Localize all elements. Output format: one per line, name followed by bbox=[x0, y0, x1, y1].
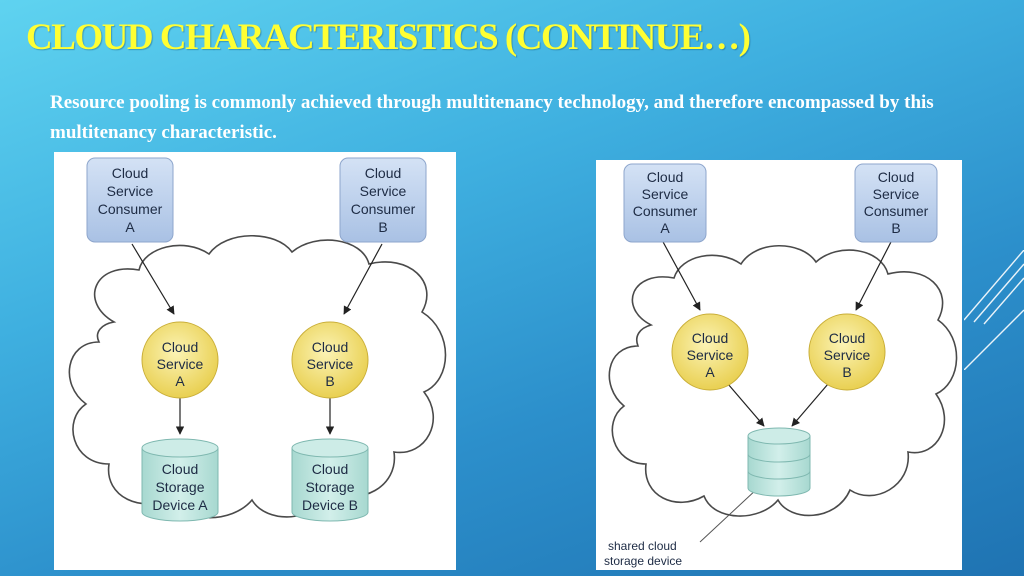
arrow-service-b-to-shared-storage bbox=[791, 383, 829, 427]
arrow-consumer-b-to-service-b bbox=[343, 243, 383, 315]
arrow-consumer-a-to-service-a bbox=[131, 243, 175, 315]
decorative-lines bbox=[964, 250, 1024, 370]
arrow-service-a-to-shared-storage bbox=[727, 383, 765, 427]
pointer-line-shared-storage bbox=[699, 487, 759, 543]
cloud-boundary bbox=[68, 235, 447, 519]
slide-body-text: Resource pooling is commonly achieved th… bbox=[50, 92, 934, 143]
slide-title: CLOUD CHARACTERISTICS (CONTINUE…) bbox=[26, 17, 751, 58]
cloud-boundary bbox=[608, 244, 958, 517]
arrow-consumer-b-to-service-b bbox=[855, 239, 893, 311]
arrow-consumer-a-to-service-a bbox=[661, 239, 701, 311]
shared-storage-node bbox=[747, 427, 811, 497]
